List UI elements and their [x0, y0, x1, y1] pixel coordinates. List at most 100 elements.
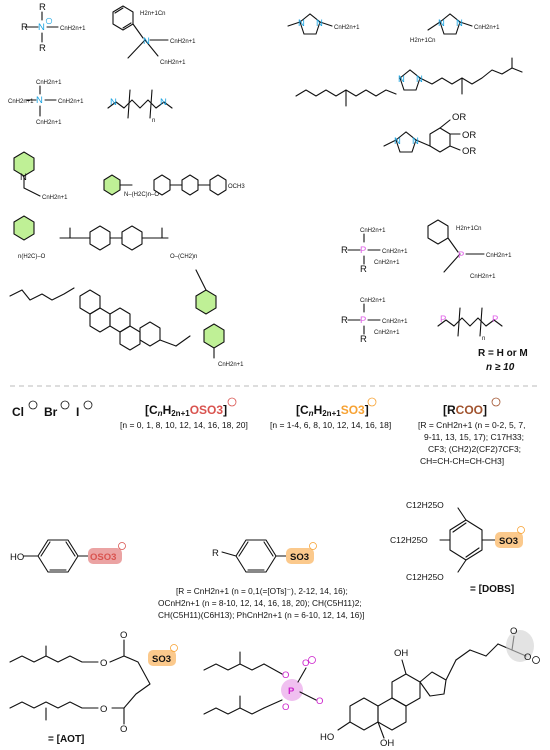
ester-oxygen-label: O — [100, 704, 107, 715]
alkyl-sulfonate-anion: [CnH2n+1SO3] [n = 1-4, 6, 8, 10, 12, 14,… — [270, 397, 391, 430]
nitrogen-atom: N — [416, 74, 423, 85]
hydroxyl-label: OH — [380, 738, 394, 749]
negative-charge-icon — [491, 397, 501, 407]
linker-label: O–(CH2)n — [170, 254, 197, 260]
pyridinium-cation-3: n(H2C)–O O–(CH2)n — [13, 215, 217, 315]
imidazolium-cation-2: N N H2n+1Cn CnH2n+1 — [410, 13, 500, 44]
nitrogen-atom: N — [110, 97, 117, 108]
highlight-sulfonate — [495, 532, 523, 548]
nitrogen-atom: N — [298, 18, 305, 29]
negative-charge-icon — [367, 397, 377, 407]
pyridinium-cation-2: N–(H2C)n–O OCH3 — [103, 174, 245, 198]
dobs-abbreviation: = [DOBS] — [470, 584, 514, 595]
alkyl-chain-label: CnH2n+1 — [334, 25, 360, 31]
negative-charge-icon — [517, 526, 525, 534]
phosphorus-atom: P — [458, 250, 464, 261]
sulfonate-group-label: SO3 — [499, 536, 518, 547]
ammonium-cation-2: N CnH2n+1 CnH2n+1 CnH2n+1 CnH2n+1 — [8, 80, 84, 126]
dialkyl-phosphate-anion: O P O O O — [203, 651, 323, 715]
nitrogen-atom: N — [160, 97, 167, 108]
sulfonate-group-label: SO3 — [152, 654, 171, 665]
alkyl-chain-label: CnH2n+1 — [60, 26, 86, 32]
oxygen-label: O — [302, 658, 309, 669]
dodecyloxy-label: C12H25O — [406, 500, 444, 510]
nitrogen-atom: N — [456, 18, 463, 29]
carboxylate-r-list-line: CH=CH-CH=CH-CH3] — [420, 456, 504, 466]
ester-oxygen-label: O — [100, 658, 107, 669]
alkyl-chain-label: CnH2n+1 — [360, 228, 386, 234]
hydroxy-label: HO — [10, 552, 24, 563]
carboxylate-r-list-line: CF3; (CH2)2(CF2)7CF3; — [428, 444, 521, 454]
alkyl-chain-label: CnH2n+1 — [36, 120, 62, 126]
r-label: R — [360, 334, 367, 345]
alkyl-chain-label: CnH2n+1 — [36, 80, 62, 86]
alkyl-chain-label: CnH2n+1 — [360, 298, 386, 304]
aryl-sulfonate-r-list-line: CH(C5H11)(C6H13); PhCnH2n+1 (n = 6-10, 1… — [158, 610, 364, 620]
nitrogen-atom: N — [38, 22, 45, 33]
oxygen-label: O — [282, 702, 289, 713]
alkyl-chain-label: CnH2n+1 — [382, 319, 408, 325]
negative-charge-icon — [308, 656, 316, 664]
cholesteryl-pyridinium-cation: CnH2n+1 — [9, 287, 244, 368]
carboxylate-oxygen-label: O — [524, 652, 531, 663]
carbonyl-oxygen-label: O — [510, 626, 517, 637]
sulfonate-group-label: SO3 — [290, 552, 309, 563]
alkyl-chain-label: CnH2n+1 — [218, 362, 244, 368]
alkyl-chain-label: CnH2n+1 — [374, 260, 400, 266]
imidazolium-cation-1: N N CnH2n+1 — [287, 13, 360, 35]
nitrogen-atom: N — [412, 136, 419, 147]
benzyl-phosphonium-cation: P H2n+1Cn CnH2n+1 CnH2n+1 — [427, 219, 512, 280]
r-label: R — [21, 22, 28, 33]
phosphorus-atom: P — [360, 245, 366, 256]
alkyl-chain-label: H2n+1Cn — [410, 38, 436, 44]
alkyl-chain-label: CnH2n+1 — [382, 249, 408, 255]
dobs-anion: C12H25O C12H25O C12H25O SO3 = [DOBS] — [390, 500, 525, 595]
alkoxy-label: OR — [462, 146, 476, 157]
carboxylate-r-list-line: [R = CnH2n+1 (n = 0-2, 5, 7, — [418, 420, 526, 430]
alkyl-sulfate-formula: [CnH2n+1OSO3] — [145, 403, 227, 418]
r-label: R — [341, 245, 348, 256]
positive-charge-icon — [45, 17, 53, 25]
phosphonium-cation-2: R R P CnH2n+1 CnH2n+1 CnH2n+1 — [341, 298, 408, 345]
negative-charge-icon — [83, 400, 93, 410]
cholate-anion: HO OH OH O O — [320, 626, 540, 749]
r-label: R — [39, 43, 46, 54]
alkyl-chain-label: CnH2n+1 — [170, 39, 196, 45]
hydroxyl-label: OH — [394, 648, 408, 659]
iodide-label: I — [76, 405, 79, 419]
negative-charge-icon — [532, 656, 540, 664]
n-constraint-label: n ≥ 10 — [486, 362, 515, 373]
index-label: n — [152, 118, 155, 124]
highlight-carboxylate — [506, 630, 534, 662]
phosphorus-atom: P — [492, 314, 498, 325]
dodecyloxy-label: C12H25O — [406, 572, 444, 582]
negative-charge-icon — [60, 400, 70, 410]
pyridinium-cation-1: N CnH2n+1 — [13, 151, 68, 201]
r-definition-label: R = H or M — [478, 348, 528, 359]
phosphorus-atom: P — [288, 686, 295, 697]
phosphorus-atom: P — [440, 314, 446, 325]
methoxy-label: OCH3 — [228, 184, 245, 190]
hydroxyphenyl-sulfate-anion: HO OSO3 — [10, 539, 126, 573]
highlight-sulfate — [88, 548, 122, 564]
citronellyl-imidazolium-cation: N N — [295, 57, 523, 107]
nitrogen-atom: N — [20, 172, 27, 183]
oxygen-label: O — [316, 696, 323, 707]
aryl-sulfonate-anion: R SO3 [R = CnH2n+1 (n = 0,1(=[OTs]⁻), 2-… — [158, 539, 364, 620]
dendritic-imidazolium-cation: N N OR OR OR — [383, 112, 476, 157]
negative-charge-icon — [309, 542, 317, 550]
alkyl-chain-label: CnH2n+1 — [42, 195, 68, 201]
alkyl-chain-label: CnH2n+1 — [58, 99, 84, 105]
r-label: R — [360, 264, 367, 275]
negative-charge-icon — [227, 397, 237, 407]
linker-label: n(H2C)–O — [18, 254, 46, 260]
r-label: R — [212, 548, 219, 559]
aot-anion: O O O O SO3 = [AOT] — [9, 630, 178, 745]
alkyl-chain-label: H2n+1Cn — [140, 11, 166, 17]
nitrogen-atom: N — [36, 95, 43, 106]
alkoxy-label: OR — [452, 112, 466, 123]
alkyl-sulfate-n-list: [n = 0, 1, 8, 10, 12, 14, 16, 18, 20] — [120, 420, 248, 430]
aot-abbreviation: = [AOT] — [48, 734, 84, 745]
bis-phosphonium-cation: P P n — [437, 307, 503, 342]
